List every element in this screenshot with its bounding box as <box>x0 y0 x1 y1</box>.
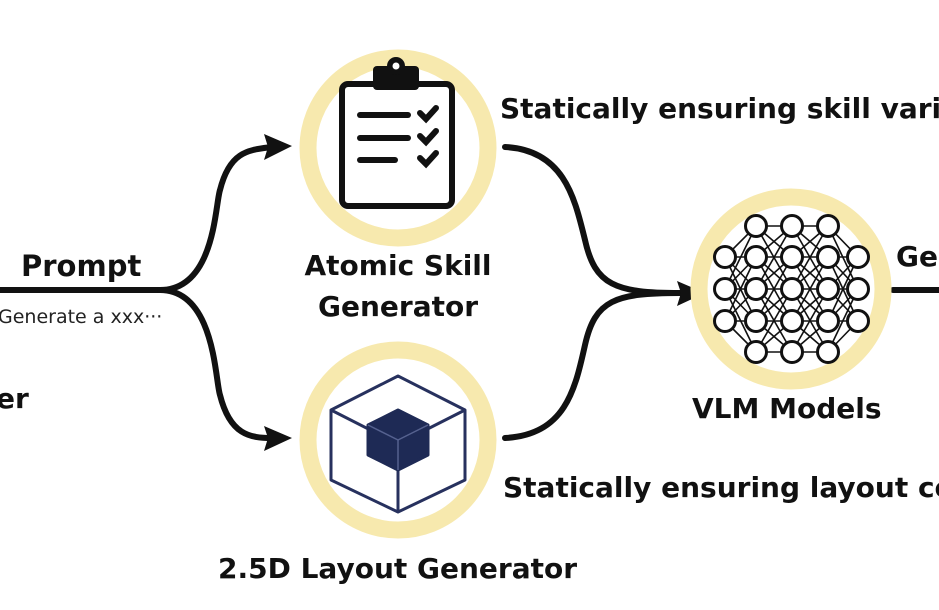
network-node <box>846 277 870 301</box>
neural-network-icon <box>713 214 870 364</box>
network-node <box>744 277 768 301</box>
network-node <box>780 309 804 333</box>
network-node <box>713 277 737 301</box>
skill-node-label-line2: Generator <box>317 290 479 323</box>
output-label: Ge <box>896 240 938 273</box>
connector-layout-to-vlm <box>502 290 683 441</box>
layout-consistency-note: Statically ensuring layout co <box>503 471 939 504</box>
network-node <box>713 309 737 333</box>
skill-variety-note: Statically ensuring skill varie <box>500 92 939 125</box>
network-node <box>780 214 804 238</box>
connector-skill-to-vlm <box>502 144 683 296</box>
network-node <box>780 340 804 364</box>
truncated-left-label: er <box>0 382 29 415</box>
network-node <box>816 340 840 364</box>
network-node <box>816 214 840 238</box>
network-node <box>816 245 840 269</box>
skill-node-label-line1: Atomic Skill <box>304 249 492 282</box>
network-node <box>713 245 737 269</box>
vlm-node-label: VLM Models <box>692 392 882 425</box>
prompt-label: Prompt <box>21 249 142 283</box>
arrowhead-layout <box>264 426 292 451</box>
network-node <box>744 309 768 333</box>
network-node <box>846 245 870 269</box>
network-node <box>744 340 768 364</box>
prompt-example: Generate a xxx··· <box>0 306 163 328</box>
network-node <box>744 245 768 269</box>
network-node <box>846 309 870 333</box>
clipboard-checklist-icon <box>339 57 455 209</box>
nested-cube-icon <box>329 374 467 514</box>
network-node <box>780 277 804 301</box>
network-node <box>816 277 840 301</box>
network-node <box>816 309 840 333</box>
network-node <box>744 214 768 238</box>
arrow-to-skill <box>157 144 275 293</box>
network-node <box>780 245 804 269</box>
arrowhead-skill <box>264 134 292 160</box>
arrow-to-layout <box>157 287 275 441</box>
layout-node-label: 2.5D Layout Generator <box>218 552 578 585</box>
